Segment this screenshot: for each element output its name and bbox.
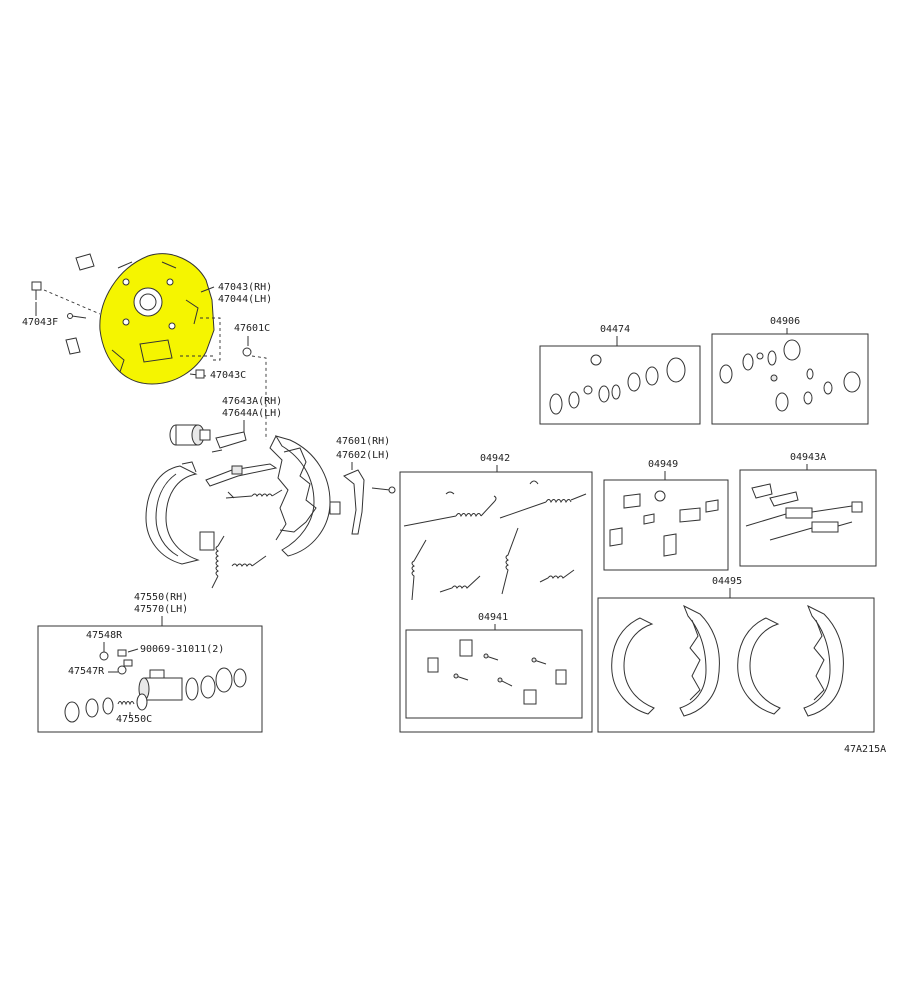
return-spring-upper [225,489,283,499]
backing-plate[interactable] [99,253,215,385]
kit-04949-label: 04949 [648,459,678,470]
callout-strut-rh: 47601(RH) [336,436,390,447]
kit-04941-parts [427,639,567,705]
callout-lever-rh: 47643A(RH) [222,396,282,407]
stud-bolt [31,281,42,300]
callout-cap-c: 47601C [234,323,270,334]
adjuster-strut [205,463,278,487]
brake-shoe-left [145,461,200,565]
callout-strut-lh: 47602(LH) [336,450,390,461]
kit-04942-box [399,471,593,733]
bolt-small [67,313,87,319]
hole-plug [75,253,95,271]
callout-plug-f: 47043F [22,317,58,328]
wheel-cylinder-body [138,667,247,701]
bleeder-plug [189,369,207,379]
anchor-block [199,531,215,551]
kit-04943a-box [739,469,877,567]
kit-04941-label: 04941 [478,612,508,623]
diagram-code: 47A215A [844,744,886,755]
callout-cup-r: 47547R [68,666,105,677]
cylinder-bolts [117,649,133,667]
callout-plug-c: 47043C [210,370,246,381]
kit-04495-box [597,597,875,733]
wheel-cylinder-kit-box [37,625,263,733]
parking-lever [329,469,365,535]
cap-c [242,347,252,357]
kit-04949-parts [609,490,719,557]
kit-04943a-label: 04943A [790,452,826,463]
wheel-cylinder-upper [169,424,211,446]
cylinder-internals [64,693,148,723]
callout-cylinder-lh: 47570(LH) [134,604,188,615]
kit-04474-parts [549,354,686,415]
brake-shoe-right [269,435,331,557]
bleeder-screw [99,651,109,661]
cup-r [117,665,127,675]
kit-04495-shoes [611,604,844,717]
callout-piston-c: 47550C [116,714,152,725]
kit-04906-label: 04906 [770,316,800,327]
adjusting-lever [211,431,247,453]
kit-04474-box [539,345,701,425]
kit-04942-springs [403,480,587,601]
callout-lever-lh: 47644A(LH) [222,408,282,419]
callout-cylinder-rh: 47550(RH) [134,592,188,603]
plug-cap [65,337,81,355]
kit-04495-label: 04495 [712,576,742,587]
kit-04949-box [603,479,729,571]
kit-04942-label: 04942 [480,453,510,464]
shoe-spring-lower [211,535,225,589]
kit-04943a-parts [745,483,863,541]
callout-backing-plate-rh: 47043(RH) [218,282,272,293]
callout-backing-plate-lh: 47044(LH) [218,294,272,305]
kit-04906-parts [719,339,861,412]
retaining-pin [371,486,396,494]
kit-04474-label: 04474 [600,324,630,335]
kit-04906-box [711,333,869,425]
shoe-spring-horizontal [231,555,267,567]
callout-bolt: 90069-31011(2) [140,644,224,655]
callout-bleeder-r: 47548R [86,630,123,641]
kit-04941-box [405,629,583,719]
